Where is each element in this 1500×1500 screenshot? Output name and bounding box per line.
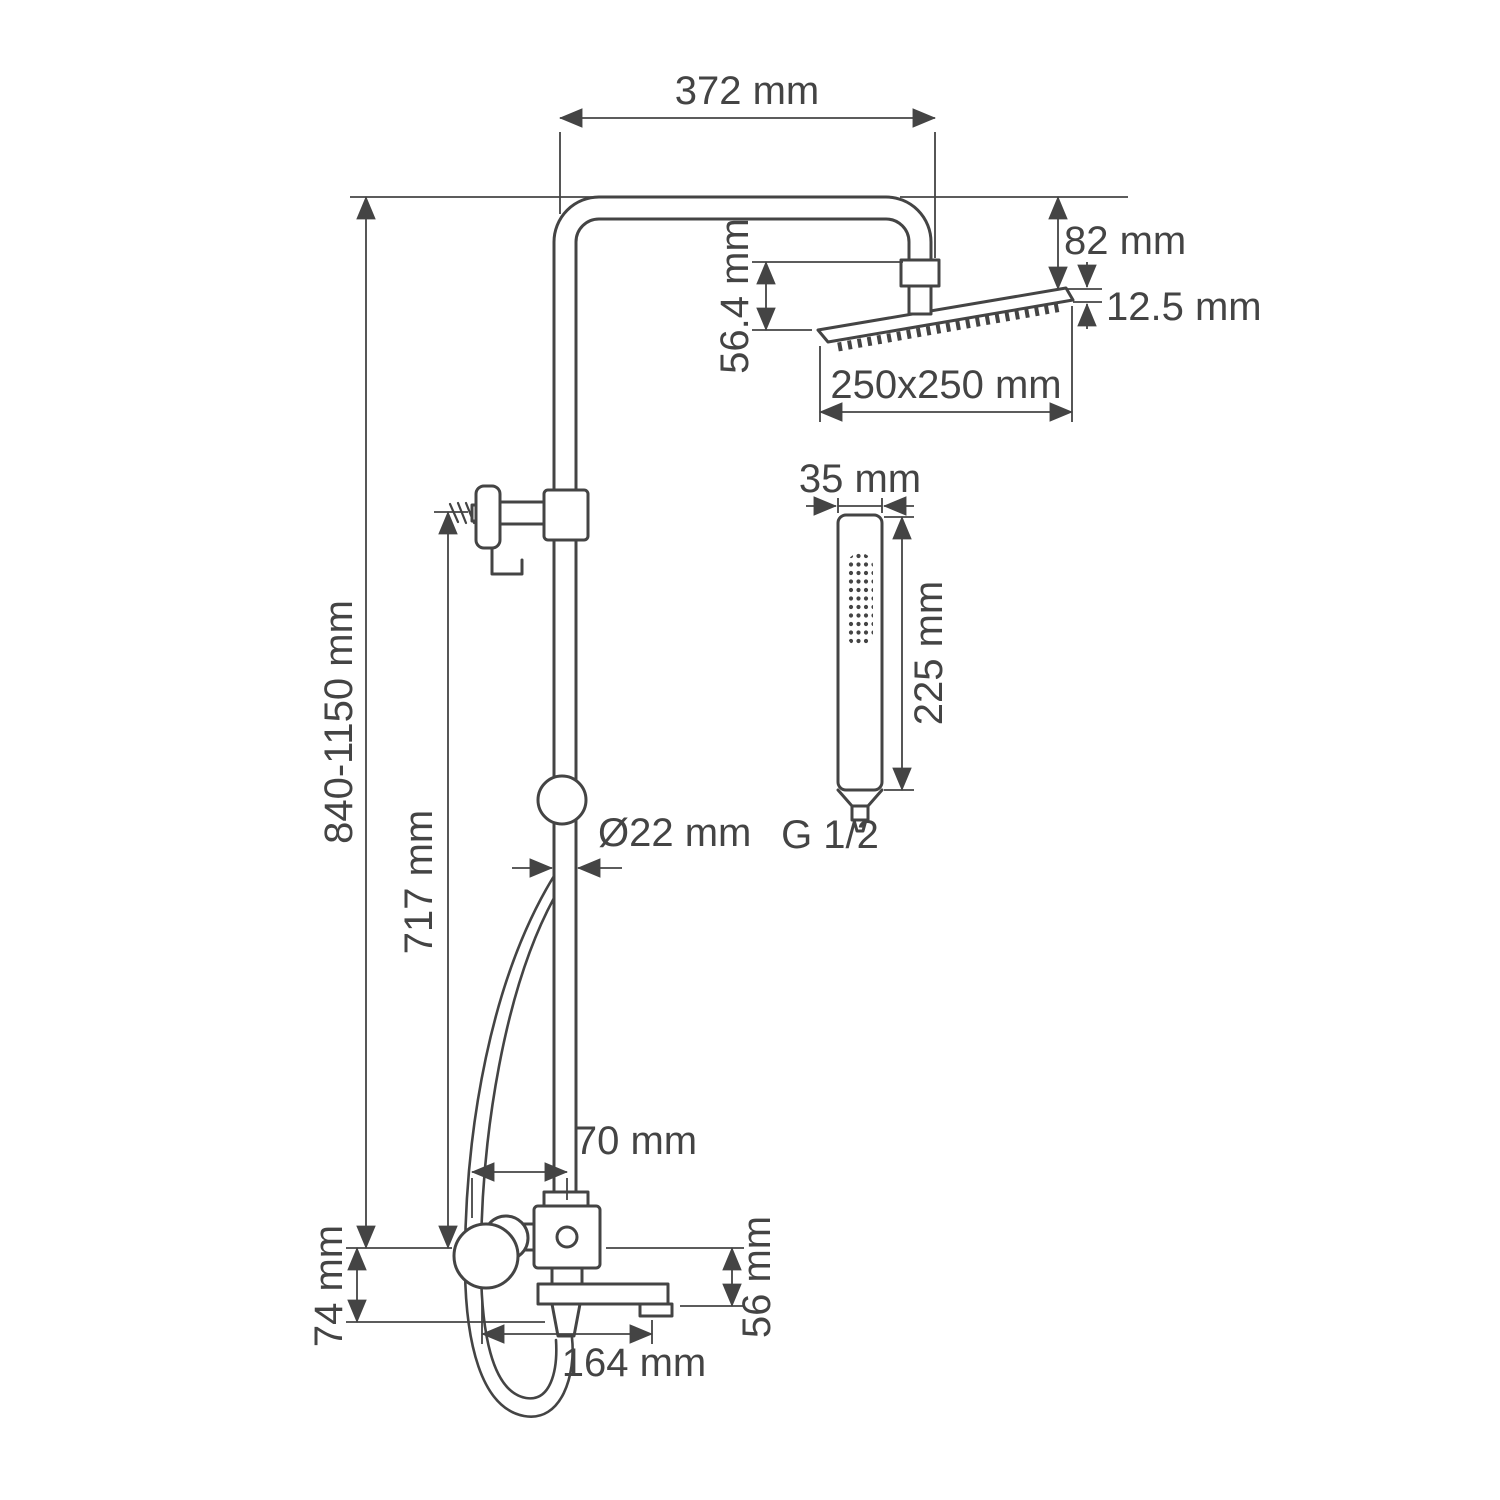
spray-face-icon (847, 553, 873, 647)
pipe-collar (542, 488, 590, 542)
dim-label-pipe-diameter: Ø22 mm (598, 811, 751, 855)
bath-spout (536, 1282, 670, 1306)
label-thread: G 1/2 (781, 813, 879, 857)
dimension-column-height: 840-1150 mm (317, 196, 600, 1249)
rain-shower-head (816, 258, 1075, 352)
hose-fitting (550, 1302, 582, 1338)
dimension-head-drop: 82 mm (900, 196, 1186, 290)
dim-label-head-drop: 82 mm (1064, 219, 1186, 263)
dimension-arm-reach: 372 mm (559, 69, 936, 258)
dimension-bracket-height: 717 mm (397, 511, 468, 1249)
dim-label-head-depth: 56.4 mm (713, 218, 757, 374)
head-plate (816, 286, 1075, 344)
dim-label-bracket-height: 717 mm (397, 810, 441, 955)
dimension-head-depth: 56.4 mm (713, 218, 903, 374)
wall-bracket (448, 484, 590, 576)
diverter-knob (536, 774, 588, 826)
dimension-spout-drop-right: 56 mm (606, 1216, 779, 1338)
dim-label-column-height: 840-1150 mm (317, 600, 361, 844)
dim-label-spout-drop-left: 74 mm (307, 1225, 351, 1347)
dimension-spout-reach: 164 mm (481, 1294, 707, 1385)
shower-column-pipe (552, 195, 933, 1208)
spout-neck (550, 1266, 584, 1286)
head-ball-joint (899, 258, 941, 288)
nozzle-row-icon (837, 302, 1063, 352)
mixer-assembly (452, 1190, 674, 1338)
dimension-pipe-diameter: Ø22 mm (512, 811, 751, 878)
dimension-mixer-offset: 70 mm (471, 1119, 697, 1218)
mixer-cap (555, 1225, 579, 1249)
head-connector (907, 284, 933, 316)
dim-label-head-thickness: 12.5 mm (1106, 285, 1262, 329)
bracket-hook (490, 546, 524, 576)
dimension-head-thickness: 12.5 mm (1066, 262, 1262, 329)
dim-label-spout-drop-right: 56 mm (735, 1216, 779, 1338)
dimension-handshower-width: 35 mm (799, 457, 921, 516)
dimension-spout-drop-left: 74 mm (307, 1225, 545, 1347)
bracket-flange (474, 484, 502, 550)
dim-label-handshower-length: 225 mm (907, 581, 951, 726)
dim-label-head-size: 250x250 mm (830, 363, 1061, 407)
bracket-arm (496, 500, 550, 526)
mixer-handle (452, 1222, 520, 1290)
dimension-handshower-length: 225 mm (884, 516, 951, 791)
screw-thread-icon (448, 502, 460, 524)
dim-label-mixer-offset: 70 mm (575, 1119, 697, 1163)
mixer-top-nut (542, 1190, 590, 1208)
spout-outlet (638, 1302, 674, 1318)
hand-shower (836, 513, 884, 833)
dim-label-handshower-width: 35 mm (799, 457, 921, 501)
dim-label-spout-reach: 164 mm (562, 1341, 707, 1385)
dim-label-arm-reach: 372 mm (675, 69, 820, 113)
dimension-head-size: 250x250 mm (819, 306, 1073, 422)
